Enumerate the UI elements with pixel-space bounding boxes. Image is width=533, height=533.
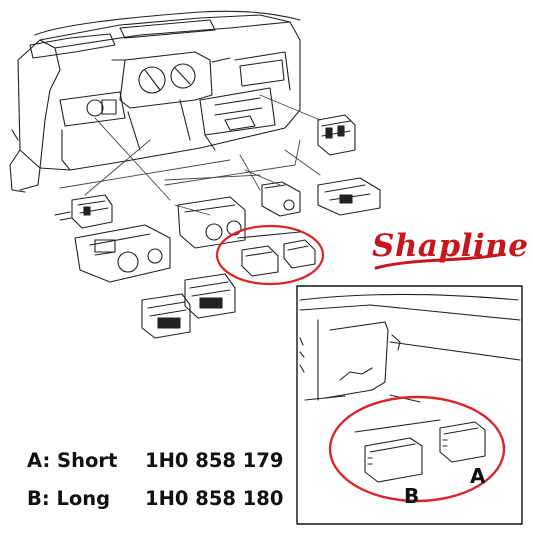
part-label: A: Short [27,448,118,472]
part-label: B: Long [27,486,111,510]
leader-lines [59,94,321,216]
switch-modules [54,114,381,339]
part-row-short: A: Short 1H0 858 179 [27,441,283,479]
brand-logo: Shapline [372,228,528,276]
part-number-list: A: Short 1H0 858 179 B: Long 1H0 858 180 [27,441,283,517]
inset-switches [354,419,486,483]
part-row-long: B: Long 1H0 858 180 [27,479,283,517]
callout-label-b: B [404,484,420,508]
callout-label-a: A [470,464,486,488]
brand-swoosh-icon [374,252,506,270]
part-number: 1H0 858 180 [145,486,284,510]
inset-drawing [299,293,521,403]
brand-name: Shapline [372,228,529,264]
highlight-ellipse [215,224,325,286]
inset-frame [296,285,523,525]
part-number: 1H0 858 179 [145,448,284,472]
dashboard-drawing [9,10,301,193]
highlighted-switches [237,231,316,277]
inset-highlight-ellipse [328,395,506,503]
